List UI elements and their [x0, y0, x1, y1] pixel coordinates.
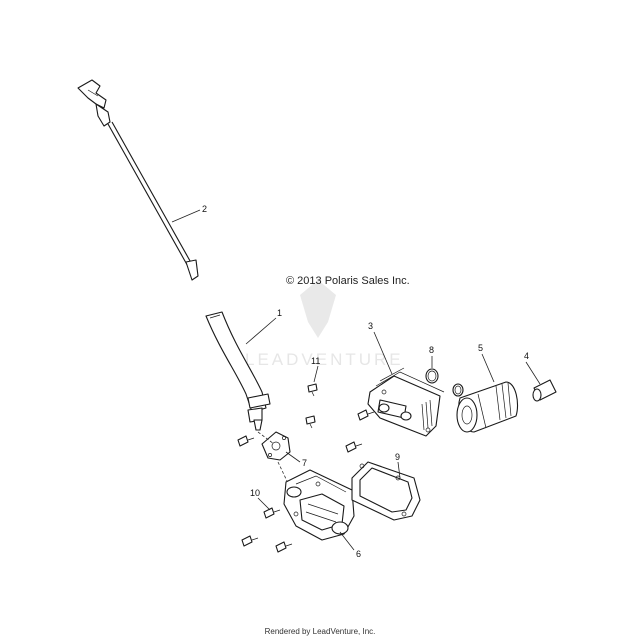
callout-3: 3	[368, 321, 373, 331]
fitting-part[interactable]	[532, 379, 557, 402]
o-ring-part[interactable]	[425, 368, 464, 397]
watermark-text: LEADVENTURE	[245, 350, 404, 369]
dipstick-part[interactable]	[77, 79, 199, 281]
leadventure-watermark-logo: LEADVENTURE	[245, 280, 404, 369]
screw-3a	[357, 409, 375, 421]
cooler-gasket-part[interactable]	[351, 461, 421, 521]
oil-filter-part[interactable]	[456, 381, 519, 433]
callout-5: 5	[478, 343, 483, 353]
screw-11b	[305, 415, 316, 429]
tube-gasket-part[interactable]	[261, 431, 291, 461]
screw-10a	[263, 507, 281, 519]
screw-10b	[241, 535, 259, 547]
oil-cooler-part[interactable]	[367, 367, 445, 437]
leader-lines	[171, 209, 541, 551]
screw-11a	[307, 383, 318, 397]
callout-labels: 1 2 3 4 5 6 7 8 9 10 11	[202, 204, 529, 559]
callout-4: 4	[524, 351, 529, 361]
callout-1: 1	[277, 308, 282, 318]
callout-11: 11	[311, 356, 320, 366]
footer-credit: Rendered by LeadVenture, Inc.	[264, 627, 376, 636]
callout-8: 8	[429, 345, 434, 355]
screw-3b	[345, 441, 363, 453]
screw-10c	[275, 541, 293, 553]
callout-7: 7	[302, 458, 307, 468]
callout-9: 9	[395, 452, 400, 462]
screw-group[interactable]	[237, 383, 375, 553]
copyright-notice: © 2013 Polaris Sales Inc.	[286, 275, 410, 287]
screw-tube	[237, 435, 255, 447]
callout-6: 6	[356, 549, 361, 559]
dipstick-tube-part[interactable]	[205, 311, 271, 431]
callout-10: 10	[250, 488, 260, 498]
callout-2: 2	[202, 204, 207, 214]
cooler-housing-part[interactable]	[283, 469, 355, 541]
